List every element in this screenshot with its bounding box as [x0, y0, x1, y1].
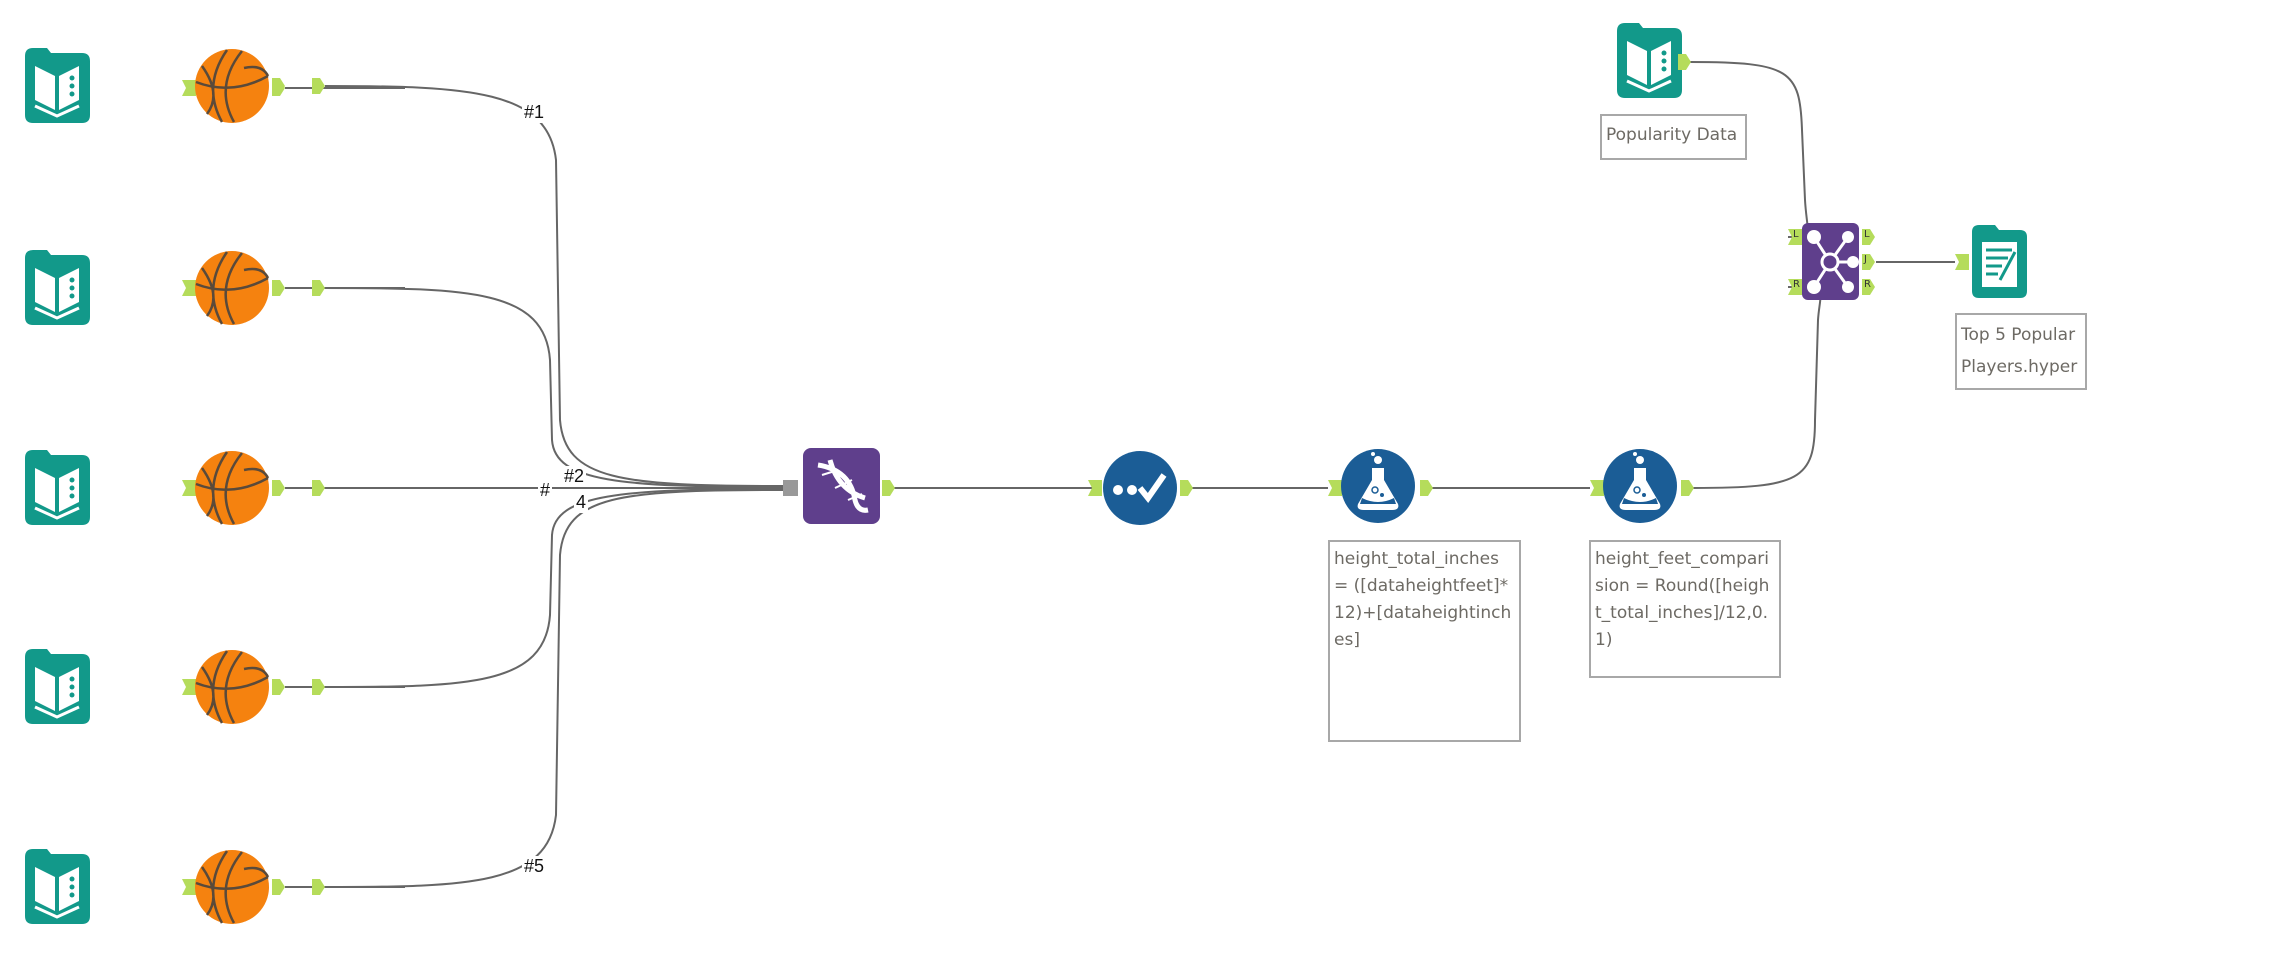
connection-label-1: #1 — [522, 102, 547, 123]
select-tool[interactable] — [1088, 451, 1193, 525]
connection-label-5: #5 — [522, 856, 547, 877]
connection-label-4: 4 — [574, 492, 589, 513]
output-annotation: Top 5 Popular Players.hyper — [1955, 313, 2087, 390]
conn-ball5-union — [324, 489, 784, 888]
ball-out-anchors — [312, 78, 325, 895]
formula-tool-1[interactable] — [1328, 448, 1433, 524]
conn-ball2-union — [324, 287, 784, 488]
basketball-tool-3[interactable] — [182, 449, 271, 527]
formula1-annotation: height_total_inches = ([dataheightfeet]*… — [1328, 540, 1521, 742]
basketball-tool-2[interactable] — [182, 249, 271, 327]
conn-formula2-join — [1692, 286, 1822, 489]
basketball-tool-5[interactable] — [182, 848, 271, 926]
popularity-input-tool[interactable] — [1615, 21, 1691, 100]
basketball-tool-4[interactable] — [182, 648, 271, 726]
join-tool[interactable] — [1788, 223, 1875, 300]
join-left-output-label: L — [1864, 229, 1870, 240]
join-right-input-label: R — [1793, 279, 1800, 290]
connection-label-3: # — [538, 480, 553, 501]
connection-label-2: #2 — [562, 466, 587, 487]
output-tool[interactable] — [1955, 225, 2027, 298]
popularity-annotation: Popularity Data — [1600, 114, 1747, 160]
basketball-tool-1[interactable] — [182, 47, 285, 125]
join-right-output-label: R — [1864, 279, 1871, 290]
formula-tool-2[interactable] — [1590, 448, 1694, 524]
union-tool[interactable] — [783, 448, 895, 524]
conn-ball4-union — [324, 488, 784, 688]
join-left-input-label: L — [1793, 229, 1799, 240]
conn-ball1-union — [324, 85, 784, 487]
join-join-output-label: J — [1864, 254, 1867, 265]
formula2-annotation: height_feet_comparision = Round([height_… — [1589, 540, 1781, 678]
